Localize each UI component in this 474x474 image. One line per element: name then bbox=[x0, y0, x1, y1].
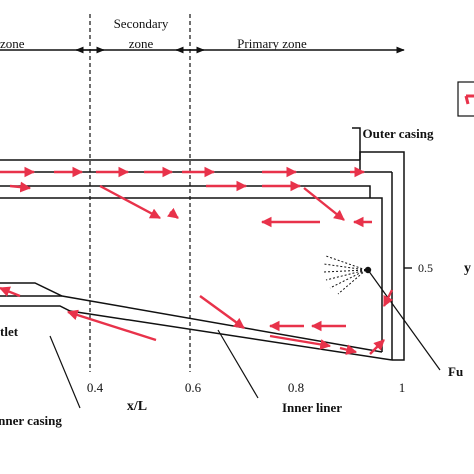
flow-arrow bbox=[99, 184, 161, 220]
zone-boundaries bbox=[89, 14, 191, 372]
flow-arrow bbox=[166, 207, 179, 219]
liner bbox=[0, 172, 393, 360]
outlet-label: tlet bbox=[0, 324, 19, 339]
x-tick-0-6: 0.6 bbox=[185, 380, 202, 395]
flow-arrow bbox=[66, 309, 157, 342]
x-tick-0-4: 0.4 bbox=[87, 380, 104, 395]
inner-liner-label: Inner liner bbox=[282, 400, 342, 415]
flow-arrow bbox=[199, 295, 245, 329]
y-tick-0-5: 0.5 bbox=[418, 261, 433, 275]
legend-box bbox=[457, 81, 474, 117]
outer-casing-label: Outer casing bbox=[363, 126, 434, 141]
inner-casing-label: nner casing bbox=[0, 413, 62, 428]
x-tick-1: 1 bbox=[399, 380, 406, 395]
flow-arrow bbox=[303, 187, 345, 221]
flow-arrow bbox=[9, 181, 32, 193]
flow-arrow bbox=[382, 289, 394, 307]
secondary-zone-label-line1: Secondary bbox=[114, 16, 169, 31]
fuel-injector bbox=[323, 255, 441, 371]
inner-liner bbox=[0, 282, 393, 361]
flow-arrow bbox=[269, 334, 332, 350]
fuel-label: Fu bbox=[448, 364, 463, 379]
flow-arrow bbox=[369, 339, 385, 355]
x-axis-label: x/L bbox=[127, 399, 147, 414]
y-axis-label: y bbox=[464, 261, 471, 276]
flow-arrow bbox=[0, 286, 21, 298]
primary-zone-label: Primary zone bbox=[237, 36, 307, 51]
inner-liner-leader bbox=[217, 329, 259, 399]
x-tick-0-8: 0.8 bbox=[288, 380, 304, 395]
flow-arrow bbox=[339, 344, 358, 355]
inner-casing-leader bbox=[49, 335, 81, 409]
secondary-zone-label-line2: zone bbox=[129, 36, 154, 51]
dilution-zone-label: zone bbox=[0, 36, 25, 51]
flow-arrows bbox=[0, 166, 394, 355]
